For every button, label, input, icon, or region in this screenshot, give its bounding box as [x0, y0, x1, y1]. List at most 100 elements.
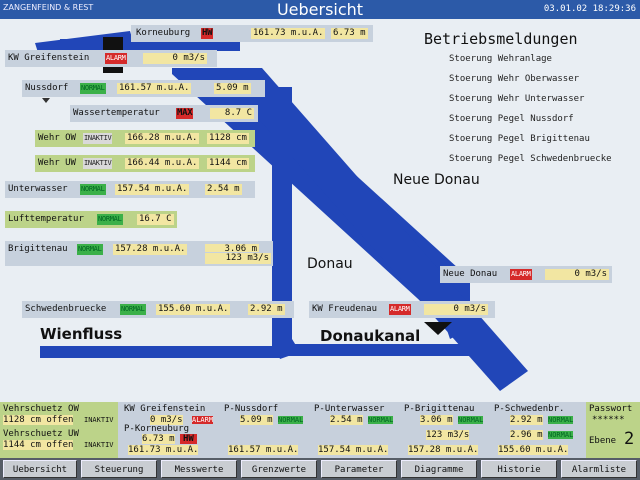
wienfluss [40, 346, 280, 358]
p-schw-status: NORMAL [548, 416, 574, 424]
status-badge: NORMAL [120, 304, 146, 315]
status-badge: ALARM [389, 304, 411, 315]
ebene-label: Ebene [589, 436, 617, 446]
p-nuss-status: NORMAL [278, 416, 304, 424]
station-label: Lufttemperatur [8, 214, 84, 224]
p-brig-level: 157.28 m.u.A. [408, 445, 479, 455]
station-wassertemperatur[interactable]: Wassertemperatur MAX 8.7 C [70, 105, 258, 122]
p-schw-value2: 2.96 m [510, 430, 543, 440]
passwort-label: Passwort [589, 404, 633, 414]
vs-ow-status: INAKTIV [84, 416, 114, 424]
p-korn-value: 6.73 m [142, 434, 175, 444]
label-donau: Donau [307, 256, 353, 272]
meldung-item[interactable]: Stoerung Wehranlage [449, 54, 552, 64]
station-label: Nussdorf [25, 83, 69, 93]
level-value: 161.73 m.u.A. [251, 28, 326, 39]
station-label: Wassertemperatur [73, 108, 160, 118]
level-value: 157.54 m.u.A. [115, 184, 190, 195]
level-value: 166.28 m.u.A. [125, 133, 200, 144]
p-brig-status: NORMAL [458, 416, 484, 424]
p-unter-label: P-Unterwasser [314, 404, 385, 414]
meldung-item[interactable]: Stoerung Pegel Brigittenau [449, 134, 590, 144]
p-schw-label: P-Schwedenbr. [494, 404, 565, 414]
station-greifenstein[interactable]: KW Greifenstein ALARM 0 m3/s [5, 50, 217, 67]
nav-uebersicht-button[interactable]: Uebersicht [3, 460, 77, 478]
station-neue-donau[interactable]: Neue Donau ALARM 0 m3/s [440, 266, 612, 283]
betriebsmeldungen-title: Betriebsmeldungen [424, 30, 578, 48]
kw-greif-label: KW Greifenstein [124, 404, 206, 414]
level-value: 161.57 m.u.A. [117, 83, 192, 94]
station-unterwasser[interactable]: Unterwasser NORMAL 157.54 m.u.A. 2.54 m [5, 181, 255, 198]
station-nussdorf[interactable]: Nussdorf NORMAL 161.57 m.u.A. 5.09 m [22, 80, 265, 97]
page-title: Uebersicht [276, 0, 364, 19]
nav-diagramme-button[interactable]: Diagramme [401, 460, 477, 478]
station-brigittenau[interactable]: Brigittenau NORMAL 157.28 m.u.A. 3.06 m [5, 241, 273, 266]
vs-uw-status: INAKTIV [84, 441, 114, 449]
kw-greif-value: 0 m3/s [150, 415, 183, 425]
label-neue-donau: Neue Donau [393, 172, 480, 188]
depth-value: 3.06 m [205, 244, 259, 255]
nav-parameter-button[interactable]: Parameter [321, 460, 397, 478]
donaukanal-bottom [282, 344, 492, 356]
meldung-item[interactable]: Stoerung Pegel Nussdorf [449, 114, 574, 124]
nav-historie-button[interactable]: Historie [481, 460, 557, 478]
p-korn-label: P-Korneuburg [124, 424, 190, 434]
p-unter-value: 2.54 m [330, 415, 363, 425]
depth-value: 2.54 m [205, 184, 242, 195]
flow-value: 0 m3/s [143, 53, 207, 64]
ebene-value: 2 [624, 429, 635, 449]
p-nuss-label: P-Nussdorf [224, 404, 279, 414]
temperature-value: 16.7 C [137, 214, 174, 225]
p-brig-value: 3.06 m [420, 415, 453, 425]
meldung-item[interactable]: Stoerung Wehr Unterwasser [449, 94, 585, 104]
station-label: KW Freudenau [312, 304, 378, 314]
status-badge: INAKTIV [83, 133, 113, 144]
status-badge: MAX [176, 108, 194, 119]
status-badge: ALARM [510, 269, 532, 280]
meldung-item[interactable]: Stoerung Pegel Schwedenbruecke [449, 154, 612, 164]
p-korn-status: HW [180, 434, 197, 444]
meldung-item[interactable]: Stoerung Wehr Oberwasser [449, 74, 580, 84]
status-badge: HW [201, 28, 214, 39]
weir-freudenau [424, 322, 452, 335]
company-logo: ZANGENFEIND & REST [3, 3, 94, 12]
station-wehr-ow[interactable]: Wehr OW INAKTIV 166.28 m.u.A. 1128 cm [35, 130, 255, 147]
passwort-value[interactable]: ****** [592, 415, 625, 425]
station-brigittenau-flow: 123 m3/s [205, 252, 273, 266]
donaukanal-vertical [272, 87, 292, 352]
p-brig-label: P-Brigittenau [404, 404, 475, 414]
nav-alarmliste-button[interactable]: Alarmliste [561, 460, 637, 478]
label-donaukanal: Donaukanal [320, 327, 421, 345]
kw-greif-status: ALARM [192, 416, 214, 424]
station-korneuburg-values: HW 161.73 m.u.A. 6.73 m [131, 25, 373, 42]
level-value: 157.28 m.u.A. [113, 244, 188, 255]
depth-value: 6.73 m [331, 28, 368, 39]
p-unter-level: 157.54 m.u.A. [318, 445, 389, 455]
station-label: Korneuburg [136, 28, 191, 38]
station-label: Schwedenbruecke [25, 304, 107, 314]
label-wienfluss: Wienfluss [40, 325, 123, 343]
nav-steuerung-button[interactable]: Steuerung [81, 460, 157, 478]
station-wehr-uw[interactable]: Wehr UW INAKTIV 166.44 m.u.A. 1144 cm [35, 155, 255, 172]
station-schwedenbruecke[interactable]: Schwedenbruecke NORMAL 155.60 m.u.A. 2.9… [22, 301, 294, 318]
p-unter-status: NORMAL [368, 416, 394, 424]
status-panel: Vehrschuetz OW 1128 cm offen INAKTIV Veh… [0, 402, 640, 458]
station-label: Unterwasser [8, 184, 68, 194]
status-badge: NORMAL [77, 244, 103, 255]
login-group[interactable] [586, 402, 640, 458]
depth-value: 5.09 m [214, 83, 251, 94]
nav-messwerte-button[interactable]: Messwerte [161, 460, 237, 478]
status-badge: ALARM [105, 53, 127, 64]
flow-value: 0 m3/s [424, 304, 488, 315]
level-value: 155.60 m.u.A. [156, 304, 231, 315]
station-label: KW Greifenstein [8, 53, 90, 63]
station-lufttemperatur[interactable]: Lufttemperatur NORMAL 16.7 C [5, 211, 177, 228]
nav-bar: Uebersicht Steuerung Messwerte Grenzwert… [0, 458, 640, 480]
station-freudenau[interactable]: KW Freudenau ALARM 0 m3/s [309, 301, 495, 318]
station-label: Wehr UW [38, 158, 76, 168]
level-value: 166.44 m.u.A. [125, 158, 200, 169]
nav-grenzwerte-button[interactable]: Grenzwerte [241, 460, 317, 478]
status-badge: INAKTIV [83, 158, 113, 169]
vs-ow-value: 1128 cm offen [3, 415, 74, 425]
